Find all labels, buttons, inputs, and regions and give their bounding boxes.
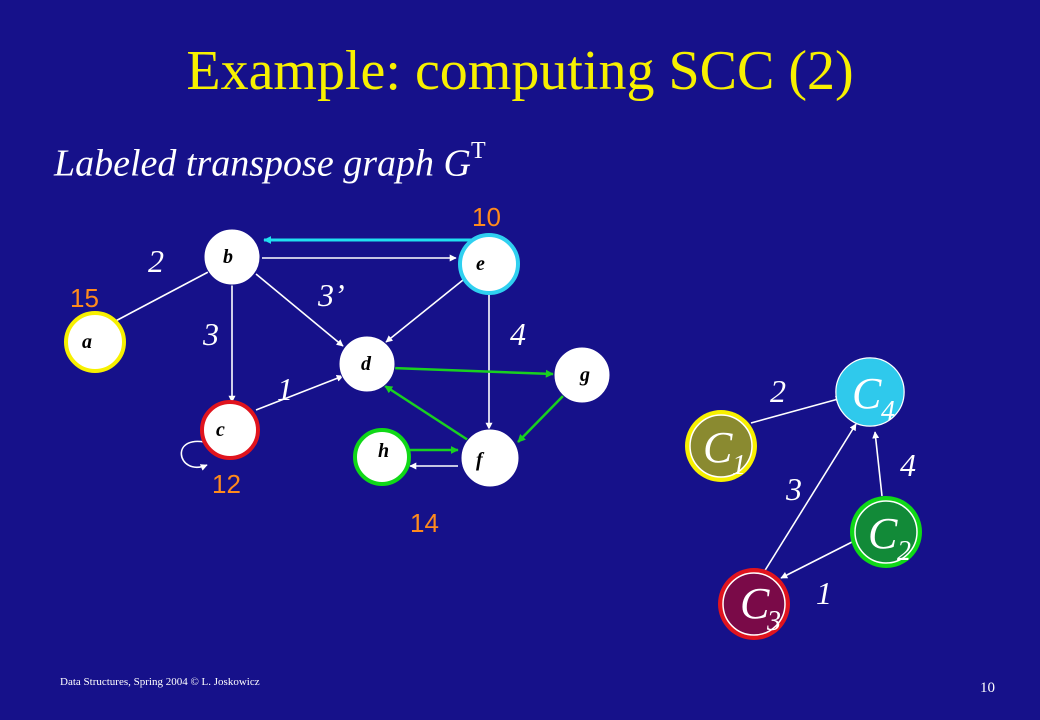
component-c3-letter: C: [740, 579, 770, 628]
footer-credit: Data Structures, Spring 2004 © L. Joskow…: [60, 676, 260, 688]
page-number: 10: [980, 680, 995, 696]
comp-edge-c2-c3: [780, 539, 857, 579]
edge-label-4: 4: [510, 316, 526, 352]
comp-edge-label-2: 2: [770, 373, 786, 409]
node-b-label: b: [223, 246, 233, 268]
component-c1: C 1: [685, 410, 757, 482]
node-a-label: a: [82, 331, 92, 353]
component-c1-letter: C: [703, 423, 733, 472]
comp-edge-label-1: 1: [816, 575, 832, 611]
node-d: d: [338, 335, 396, 393]
component-c4-sub: 4: [881, 396, 895, 427]
slide-title: Example: computing SCC (2): [186, 40, 854, 102]
node-f: f: [460, 428, 520, 488]
node-h-label: h: [378, 440, 389, 462]
comp-edge-c2-c4: [872, 431, 883, 497]
time-label-c: 12: [212, 469, 241, 499]
time-label-h: 14: [410, 508, 439, 538]
component-c2: C 2: [850, 496, 922, 568]
edge-f-d: [384, 384, 469, 442]
edge-e-d: [385, 275, 469, 343]
edge-b-d: [255, 273, 344, 347]
node-g: g: [553, 346, 611, 404]
node-f-label: f: [476, 449, 485, 471]
edge-label-2: 2: [148, 243, 164, 279]
component-c4-letter: C: [852, 369, 882, 418]
edge-label-1: 1: [277, 371, 293, 407]
edge-g-f: [517, 394, 565, 443]
component-c2-sub: 2: [897, 536, 911, 567]
component-c2-letter: C: [868, 509, 898, 558]
node-e: e: [458, 233, 520, 295]
node-c-label: c: [216, 419, 225, 441]
node-d-label: d: [361, 353, 372, 375]
node-b: b: [203, 228, 261, 286]
node-e-label: e: [476, 253, 485, 275]
comp-edge-label-3: 3: [785, 471, 802, 507]
subtitle-text: Labeled transpose graph G: [54, 142, 471, 185]
node-g-label: g: [579, 364, 590, 386]
component-c4: C 4: [835, 357, 905, 427]
node-h: h: [353, 428, 411, 486]
comp-edge-label-4: 4: [900, 447, 916, 483]
time-label-a: 15: [70, 283, 99, 313]
edge-label-3: 3: [202, 316, 219, 352]
comp-edge-c1-c4: [750, 396, 843, 424]
edge-d-g: [391, 366, 554, 378]
component-c1-sub: 1: [732, 450, 746, 481]
edge-b-a: [107, 269, 213, 326]
node-a: a: [64, 311, 126, 373]
component-c3-sub: 3: [766, 606, 781, 637]
comp-edge-c3-c4: [763, 423, 857, 573]
edge-label-3-prime: 3’: [317, 277, 345, 313]
node-c: c: [200, 400, 260, 460]
time-label-e: 10: [472, 202, 501, 232]
edge-c-self-loop: [180, 440, 213, 471]
component-c3: C 3: [718, 568, 790, 640]
subtitle-superscript: T: [470, 138, 486, 164]
slide-subtitle: Labeled transpose graph GT: [54, 132, 486, 187]
edge-c-d: [255, 375, 344, 411]
